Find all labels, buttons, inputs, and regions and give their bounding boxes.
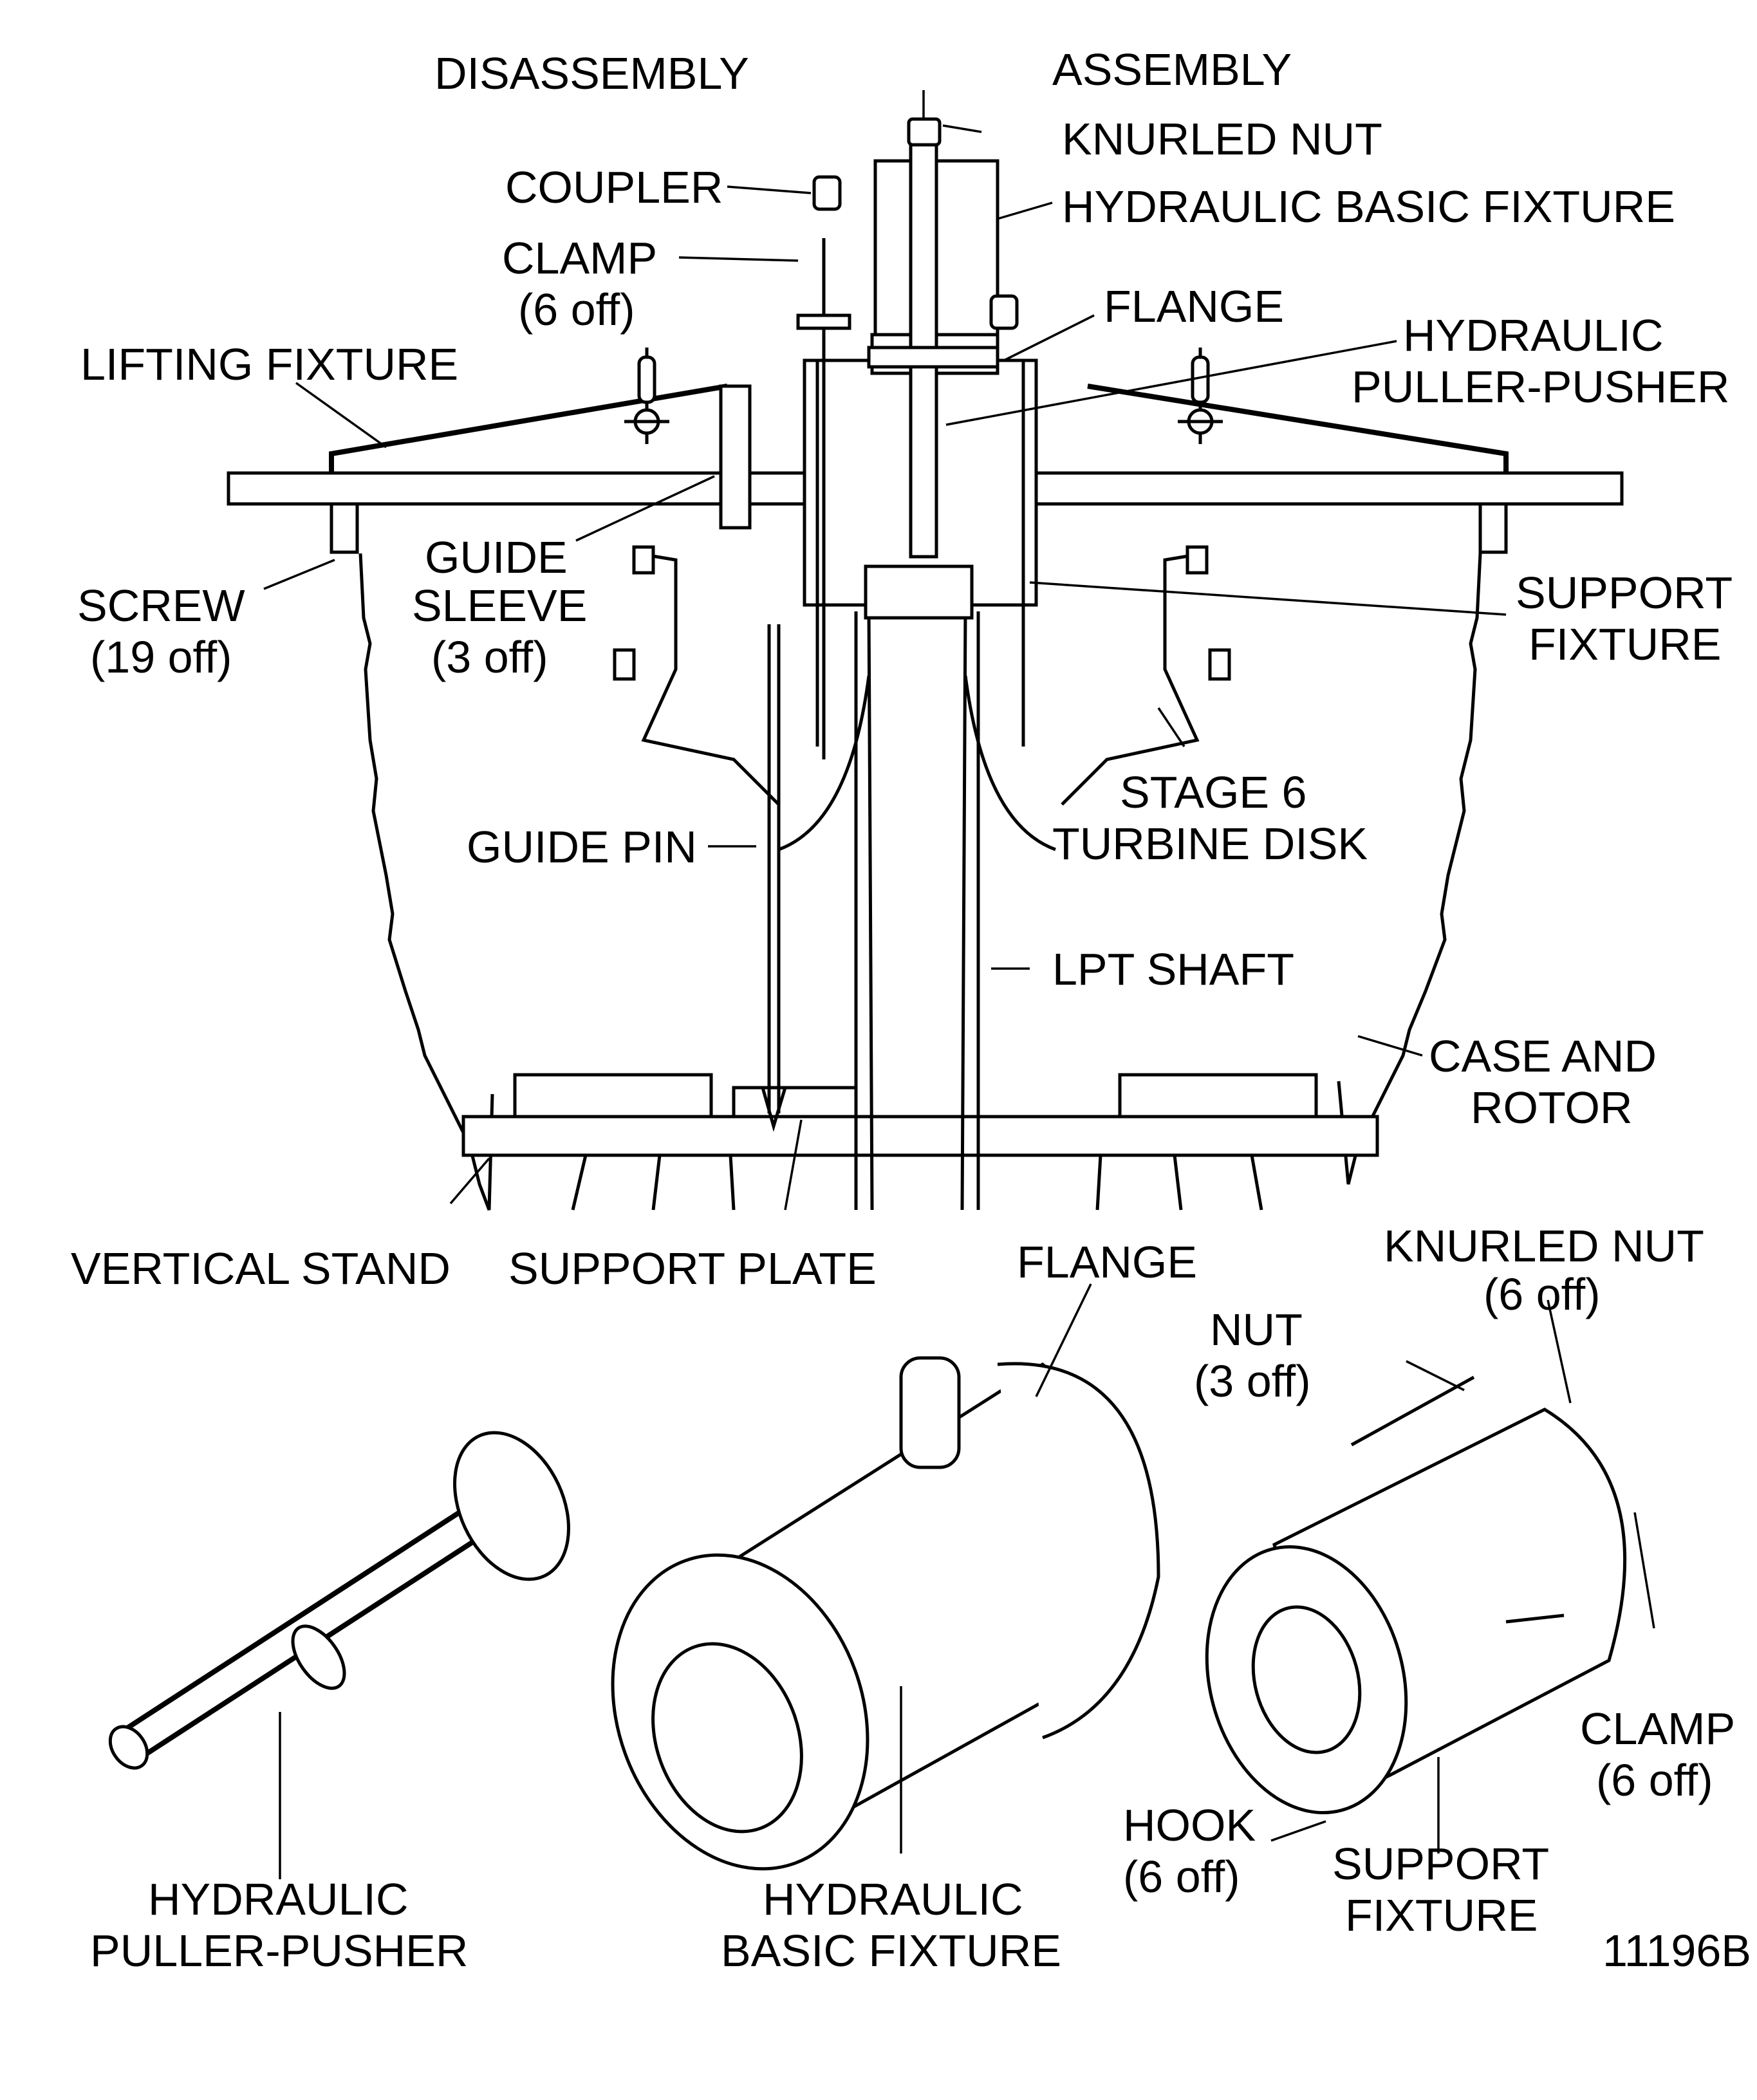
knurled-nut (907, 117, 942, 147)
label-exploded-support-fixture-1: SUPPORT (1332, 1839, 1549, 1889)
label-exploded-support-fixture-2: FIXTURE (1345, 1890, 1538, 1940)
label-clamp: CLAMP (502, 233, 657, 283)
leader-lines (263, 124, 1507, 1211)
hydraulic-puller-pusher (909, 90, 938, 559)
label-guide-sleeve-2: SLEEVE (412, 581, 587, 631)
heading-disassembly: DISASSEMBLY (434, 48, 749, 98)
label-stage6-1: STAGE 6 (1120, 767, 1306, 817)
lpt-shaft (778, 611, 1056, 1211)
figure-id: 11196B (1603, 1926, 1751, 1976)
label-exploded-hpp-1: HYDRAULIC (148, 1874, 409, 1924)
label-exploded-hbf-2: BASIC FIXTURE (721, 1926, 1061, 1976)
label-support-fixture-1: SUPPORT (1516, 568, 1733, 618)
exploded-view (108, 1283, 1655, 1879)
label-support-plate: SUPPORT PLATE (508, 1243, 877, 1294)
label-vertical-stand: VERTICAL STAND (71, 1243, 451, 1294)
label-guide-sleeve-1: GUIDE (425, 532, 568, 582)
coupler-right (989, 294, 1019, 330)
label-exploded-clamp-qty: (6 off) (1596, 1755, 1713, 1805)
label-hydraulic-puller-pusher-1: HYDRAULIC (1403, 310, 1664, 360)
exploded-hydraulic-basic-fixture (611, 1283, 1160, 1871)
clamp (796, 238, 851, 759)
label-hydraulic-puller-pusher-2: PULLER-PUSHER (1352, 362, 1729, 412)
label-lpt-shaft: LPT SHAFT (1052, 944, 1294, 994)
label-exploded-knurled-nut-qty: (6 off) (1483, 1269, 1601, 1319)
label-exploded-clamp: CLAMP (1580, 1704, 1735, 1754)
label-exploded-knurled-nut: KNURLED NUT (1384, 1221, 1704, 1271)
eye-bolt-left (624, 348, 669, 444)
label-hydraulic-basic-fixture: HYDRAULIC BASIC FIXTURE (1062, 181, 1675, 232)
flange (867, 346, 999, 369)
label-coupler: COUPLER (505, 162, 723, 212)
screw-bracket-right (1478, 502, 1508, 554)
label-screw-qty: (19 off) (90, 632, 232, 682)
label-case-and-rotor-2: ROTOR (1471, 1083, 1633, 1133)
label-knurled-nut: KNURLED NUT (1062, 114, 1382, 164)
guide-pin (761, 624, 787, 1132)
vertical-stand (461, 1073, 1379, 1211)
label-exploded-flange: FLANGE (1017, 1237, 1197, 1287)
label-guide-pin: GUIDE PIN (467, 822, 697, 872)
label-screw: SCREW (77, 581, 245, 631)
label-case-and-rotor-1: CASE AND (1429, 1031, 1657, 1081)
label-exploded-hook: HOOK (1123, 1800, 1256, 1850)
label-stage6-2: TURBINE DISK (1052, 819, 1368, 869)
label-guide-sleeve-qty: (3 off) (431, 632, 548, 682)
label-exploded-nut-qty: (3 off) (1194, 1356, 1311, 1406)
labels: DISASSEMBLY ASSEMBLY KNURLED NUT COUPLER… (71, 44, 1751, 1976)
sectional-assembly-view (227, 90, 1624, 1211)
screw-bracket-left (330, 502, 359, 554)
coupler (812, 175, 842, 211)
label-lifting-fixture: LIFTING FIXTURE (80, 339, 458, 389)
label-clamp-qty: (6 off) (518, 284, 635, 335)
eye-bolt-right (1178, 348, 1223, 444)
label-support-fixture-2: FIXTURE (1529, 619, 1721, 669)
support-plate (732, 1086, 858, 1119)
case-wall-right (1337, 553, 1482, 1185)
label-flange: FLANGE (1104, 281, 1284, 331)
label-exploded-hook-qty: (6 off) (1123, 1852, 1240, 1902)
guide-sleeve (719, 384, 752, 530)
label-exploded-hbf-1: HYDRAULIC (763, 1874, 1023, 1924)
label-exploded-nut: NUT (1210, 1305, 1303, 1355)
heading-assembly: ASSEMBLY (1052, 44, 1292, 95)
label-exploded-hpp-2: PULLER-PUSHER (90, 1926, 468, 1976)
exploded-hydraulic-puller-pusher (108, 1431, 570, 1770)
exploded-support-fixture (279, 1299, 1655, 1879)
stage-6-turbine-disk (613, 545, 1231, 806)
